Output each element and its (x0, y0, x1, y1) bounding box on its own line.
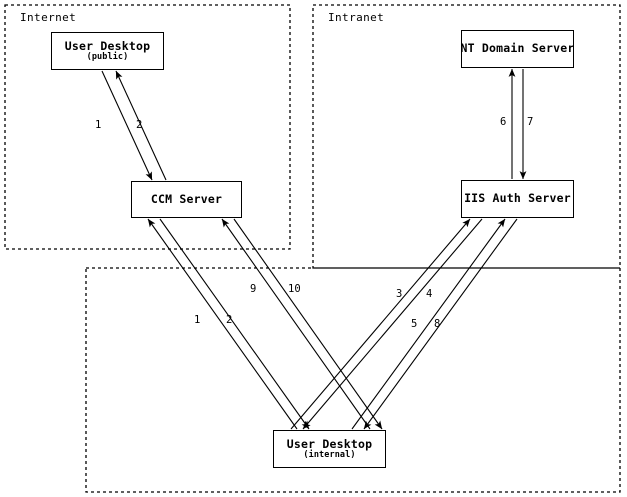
edge-label-4: 4 (426, 288, 433, 300)
connector-step-8 (363, 218, 518, 430)
connector-step-10 (233, 218, 383, 430)
node-title-user-desktop-public: User Desktop (64, 38, 151, 53)
connector-step-5 (351, 218, 506, 430)
node-title-user-desktop-internal: User Desktop (286, 436, 373, 451)
edge-label-2-internal: 2 (226, 314, 233, 326)
zone-internal-border (85, 267, 621, 493)
edge-label-1-public: 1 (95, 119, 102, 131)
node-ccm-server[interactable]: CCM Server (131, 181, 242, 218)
node-iis-auth-server[interactable]: IIS Auth Server (461, 180, 574, 218)
node-title-ccm-server: CCM Server (150, 191, 223, 206)
edge-label-7: 7 (527, 116, 534, 128)
connector-step-1-internal (147, 218, 298, 430)
edge-label-2-public: 2 (136, 119, 143, 131)
node-user-desktop-public[interactable]: User Desktop (public) (51, 32, 164, 70)
edge-label-3: 3 (396, 288, 403, 300)
zone-intranet-border (312, 4, 621, 269)
connector-step-2-internal (159, 218, 310, 430)
node-title-nt-domain-server: NT Domain Server (460, 41, 575, 56)
connector-step-2-public (115, 70, 167, 181)
node-subtitle-user-desktop-internal: (internal) (303, 449, 356, 460)
edge-label-10: 10 (288, 283, 301, 295)
connector-step-4 (302, 218, 483, 430)
node-title-iis-auth-server: IIS Auth Server (464, 191, 571, 206)
edge-label-1-internal: 1 (194, 314, 201, 326)
node-user-desktop-internal[interactable]: User Desktop (internal) (273, 430, 386, 468)
edge-label-8: 8 (434, 318, 441, 330)
zone-label-intranet: Intranet (328, 11, 385, 24)
connector-step-1-public (101, 70, 153, 181)
edge-label-9: 9 (250, 283, 257, 295)
zone-label-internet: Internet (20, 11, 77, 24)
connector-step-3 (290, 218, 471, 430)
connector-step-9 (221, 218, 371, 430)
node-subtitle-user-desktop-public: (public) (86, 51, 129, 62)
node-nt-domain-server[interactable]: NT Domain Server (461, 30, 574, 68)
edge-label-6: 6 (500, 116, 507, 128)
zone-internet-border (4, 4, 291, 250)
edge-label-5: 5 (411, 318, 418, 330)
